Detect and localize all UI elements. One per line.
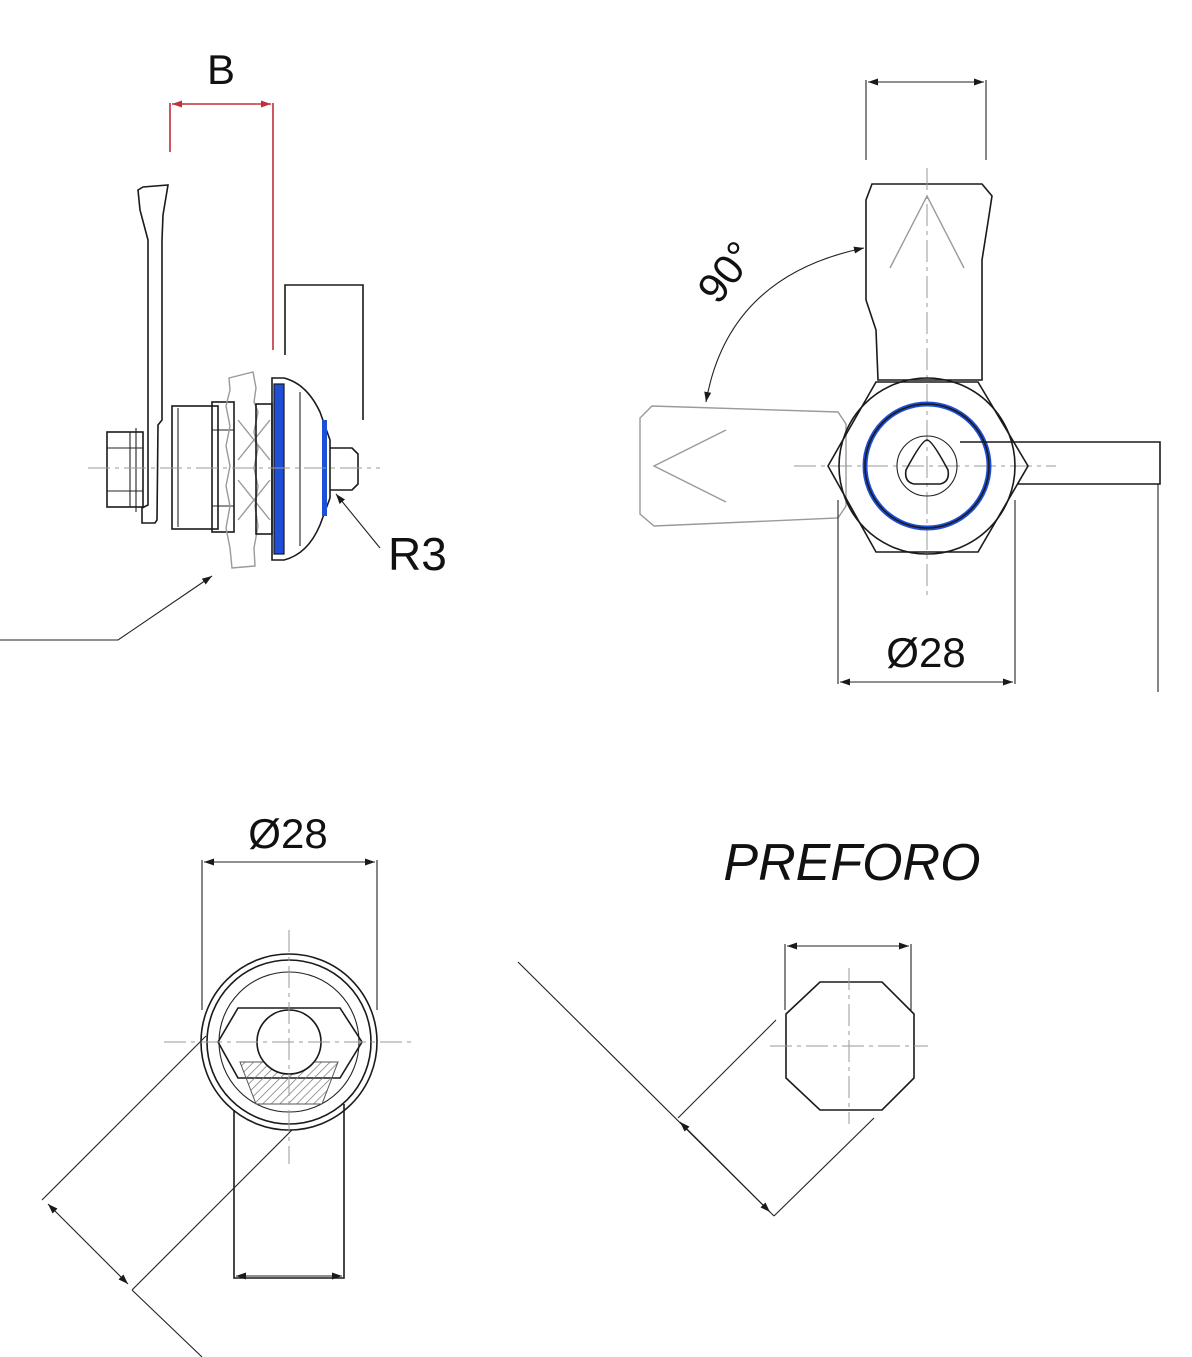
side-view: B (0, 46, 447, 641)
front-view-rotation: 90° Ø28 (639, 78, 1161, 692)
diameter-label-front: Ø28 (886, 629, 965, 676)
cam-arm (960, 441, 1161, 485)
cutout-shape (785, 981, 915, 1111)
diameter-label-rear: Ø28 (248, 810, 327, 857)
rear-view: Ø28 (41, 810, 414, 1357)
screw-head (106, 428, 144, 512)
cam-outline (284, 284, 364, 420)
hex-nut (225, 371, 273, 569)
preforo-view: PREFORO (517, 834, 981, 1217)
lock-body (171, 401, 235, 533)
rotation-arc (704, 246, 865, 403)
dimension-b: B (169, 46, 274, 350)
hex-body (827, 381, 1029, 553)
seal-ring (273, 383, 285, 555)
panel-leader (0, 575, 213, 641)
angle-label: 90° (688, 233, 764, 312)
front-flange (271, 377, 359, 561)
dimension-b-label: B (207, 46, 235, 93)
preforo-title: PREFORO (723, 834, 980, 892)
handle-vertical (865, 183, 993, 381)
radius-callout: R3 (335, 493, 447, 580)
radius-label: R3 (388, 528, 447, 580)
lever-handle (137, 184, 169, 524)
